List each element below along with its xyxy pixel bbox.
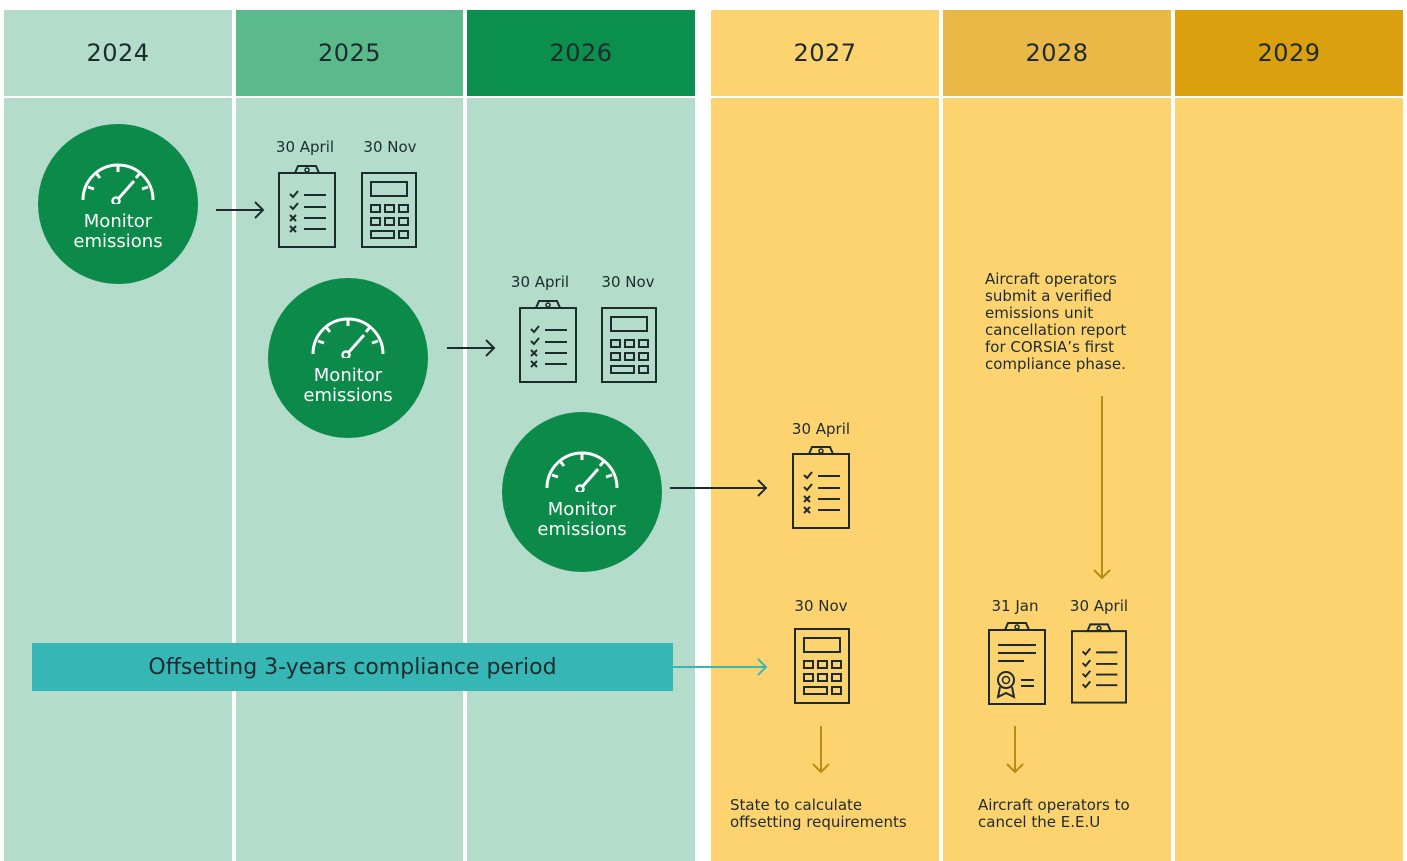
operators-cancel-note: Aircraft operators to cancel the E.E.U — [978, 796, 1130, 831]
checklist-clipboard-icon — [278, 165, 336, 248]
year-header-2029: 2029 — [1175, 10, 1403, 96]
checklist-clipboard-icon — [1071, 623, 1127, 704]
speedometer-icon — [545, 451, 619, 492]
year-header-2028: 2028 — [943, 10, 1171, 96]
year-label: 2029 — [1257, 39, 1321, 67]
offsetting-period-band: Offsetting 3-years compliance period — [32, 643, 673, 691]
date-label: 30 April — [1069, 597, 1129, 615]
arrow-right-icon — [670, 479, 768, 497]
monitor-emissions-circle-2: Monitor emissions — [268, 278, 428, 438]
monitor-emissions-circle-1: Monitor emissions — [38, 124, 198, 284]
year-label: 2024 — [86, 39, 150, 67]
date-label: 30 Nov — [794, 597, 848, 615]
column-2028 — [943, 98, 1171, 861]
arrow-down-icon — [1006, 726, 1024, 774]
certificate-clipboard-icon — [988, 622, 1046, 705]
year-header-2026: 2026 — [467, 10, 695, 96]
offsetting-period-label: Offsetting 3-years compliance period — [148, 654, 557, 680]
year-label: 2028 — [1025, 39, 1089, 67]
date-label: 30 Nov — [601, 273, 655, 291]
year-header-2027: 2027 — [711, 10, 939, 96]
date-label: 31 Jan — [991, 597, 1039, 615]
column-2027 — [711, 98, 939, 861]
year-label: 2025 — [317, 39, 382, 67]
arrow-right-icon — [447, 339, 496, 357]
calculator-icon — [794, 628, 850, 704]
speedometer-icon — [311, 317, 385, 358]
monitor-emissions-label: Monitor emissions — [537, 499, 627, 540]
checklist-clipboard-icon — [519, 300, 577, 383]
date-label: 30 April — [510, 273, 570, 291]
speedometer-icon — [81, 163, 155, 204]
monitor-emissions-label: Monitor emissions — [303, 365, 393, 406]
arrow-right-icon — [216, 201, 265, 219]
column-2029 — [1175, 98, 1403, 861]
year-label: 2027 — [793, 39, 857, 67]
arrow-down-icon — [812, 726, 830, 774]
year-header-2025: 2025 — [236, 10, 463, 96]
column-2025 — [236, 98, 463, 861]
checklist-clipboard-icon — [792, 446, 850, 529]
arrow-right-icon — [673, 658, 768, 676]
state-calculate-note: State to calculate offsetting requiremen… — [730, 796, 907, 831]
year-header-2024: 2024 — [4, 10, 232, 96]
date-label: 30 April — [791, 420, 851, 438]
monitor-emissions-circle-3: Monitor emissions — [502, 412, 662, 572]
calculator-icon — [361, 172, 417, 248]
calculator-icon — [601, 307, 657, 383]
date-label: 30 Nov — [363, 138, 417, 156]
operators-submit-note: Aircraft operators submit a verified emi… — [985, 270, 1127, 373]
year-label: 2026 — [549, 39, 613, 67]
date-label: 30 April — [275, 138, 335, 156]
arrow-down-icon — [1093, 396, 1111, 580]
monitor-emissions-label: Monitor emissions — [73, 211, 163, 252]
